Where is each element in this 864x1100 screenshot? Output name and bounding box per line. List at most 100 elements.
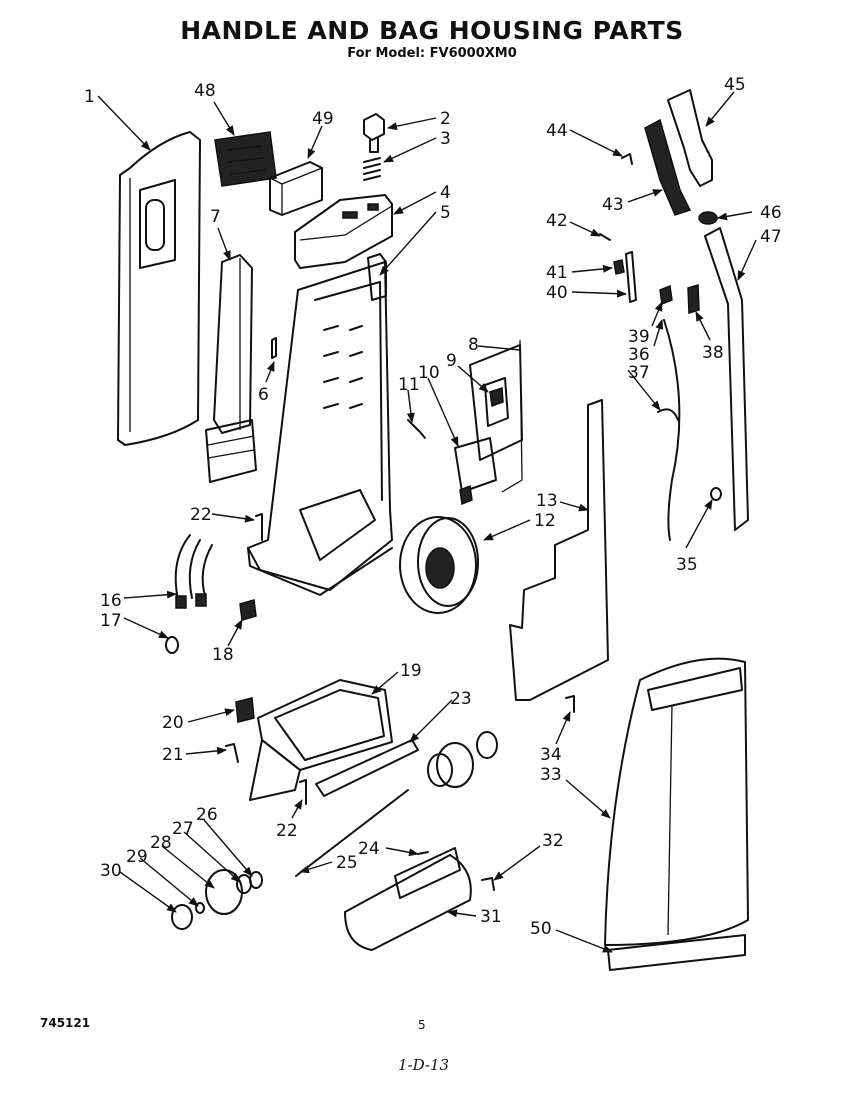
- model-subtitle: For Model: FV6000XM0: [347, 46, 517, 61]
- callout-22a: 22: [190, 505, 212, 525]
- callout-17: 17: [100, 611, 122, 631]
- handwritten-note: 1-D-13: [398, 1056, 450, 1074]
- callout-44: 44: [546, 121, 568, 141]
- callout-23: 23: [450, 689, 472, 709]
- part-37-cord-clip: [657, 408, 679, 421]
- part-19-base-housing: [249, 679, 393, 801]
- part-40-bracket: [625, 251, 637, 303]
- part-17-connector: [165, 636, 179, 654]
- callout-16: 16: [100, 591, 122, 611]
- part-6-screw: [271, 337, 277, 359]
- part-33-bag-housing: [604, 657, 749, 946]
- part-35-grommet: [710, 487, 722, 501]
- part-wheel-assembly: [427, 731, 498, 788]
- callout-19: 19: [400, 661, 422, 681]
- callout-49: 49: [312, 109, 334, 129]
- part-16-wire-harness: [174, 534, 213, 609]
- callout-47: 47: [760, 227, 782, 247]
- part-23-bumper: [315, 739, 419, 797]
- callout-38: 38: [702, 343, 724, 363]
- part-22-screw: [255, 513, 307, 805]
- callout-29: 29: [126, 847, 148, 867]
- part-2-button: [363, 113, 385, 153]
- callout-43: 43: [602, 195, 624, 215]
- callout-labels: 1 2 3 4 5 6 7 8 9 10 11 12 13 16 17 18 1…: [84, 75, 782, 939]
- part-29-30-caps: [171, 902, 205, 930]
- callout-32: 32: [542, 831, 564, 851]
- part-25-shaft: [295, 789, 409, 877]
- part-45-nozzle: [667, 89, 713, 187]
- part-8-switch-bracket: [469, 339, 523, 493]
- part-7-handle-tube: [205, 254, 257, 483]
- callout-10: 10: [418, 363, 440, 383]
- part-43-hose-holder: [644, 118, 692, 216]
- callout-31: 31: [480, 907, 502, 927]
- doc-number: 745121: [40, 1016, 91, 1030]
- callout-34: 34: [540, 745, 562, 765]
- part-20-filter: [235, 697, 255, 723]
- callout-22b: 22: [276, 821, 298, 841]
- part-46-spring: [698, 211, 718, 225]
- page-title: HANDLE AND BAG HOUSING PARTS: [180, 16, 684, 45]
- part-36-cord: [663, 319, 681, 541]
- part-10-switch-body: [454, 437, 497, 506]
- part-1-handle-panel: [117, 131, 201, 446]
- page-number: 5: [418, 1018, 426, 1032]
- callout-1: 1: [84, 87, 95, 107]
- callout-7: 7: [210, 207, 221, 227]
- callout-33: 33: [540, 765, 562, 785]
- callout-45: 45: [724, 75, 746, 95]
- leader-lines: [97, 91, 757, 953]
- callout-8: 8: [468, 335, 479, 355]
- part-41-clip: [613, 259, 625, 275]
- part-31-brush-roll-housing: [344, 847, 472, 951]
- part-42-screw: [599, 233, 611, 241]
- part-18-plug: [239, 599, 257, 621]
- part-32-screw: [481, 877, 495, 891]
- callout-18: 18: [212, 645, 234, 665]
- callout-30: 30: [100, 861, 122, 881]
- callout-37: 37: [628, 363, 650, 383]
- part-21-screw: [225, 743, 239, 763]
- callout-12: 12: [534, 511, 556, 531]
- callout-40: 40: [546, 283, 568, 303]
- callout-42: 42: [546, 211, 568, 231]
- callout-24: 24: [358, 839, 380, 859]
- callout-46: 46: [760, 203, 782, 223]
- part-24-screw: [417, 851, 429, 855]
- callout-48: 48: [194, 81, 216, 101]
- callout-11: 11: [398, 375, 420, 395]
- part-9-switch: [484, 377, 509, 427]
- part-39-clip: [659, 284, 673, 306]
- callout-28: 28: [150, 833, 172, 853]
- part-44-screw: [621, 153, 633, 165]
- callout-36: 36: [628, 345, 650, 365]
- callout-27: 27: [172, 819, 194, 839]
- callout-26: 26: [196, 805, 218, 825]
- callout-50: 50: [530, 919, 552, 939]
- callout-41: 41: [546, 263, 568, 283]
- part-50-base-pad: [607, 934, 746, 971]
- part-34-screw: [565, 695, 575, 713]
- callout-13: 13: [536, 491, 558, 511]
- callout-2: 2: [440, 109, 451, 129]
- callout-20: 20: [162, 713, 184, 733]
- part-47-handle-rail: [704, 227, 749, 531]
- callout-3: 3: [440, 129, 451, 149]
- part-48-grip: [214, 131, 277, 187]
- part-11-screw: [407, 419, 426, 439]
- callout-39: 39: [628, 327, 650, 347]
- part-49-block: [269, 161, 323, 216]
- callout-4: 4: [440, 183, 451, 203]
- part-13-back-panel: [509, 399, 609, 701]
- part-5-handle-body: [247, 253, 393, 596]
- part-4-top-cover: [294, 194, 393, 269]
- callout-6: 6: [258, 385, 269, 405]
- callout-5: 5: [440, 203, 451, 223]
- part-12-cord-reel: [399, 516, 479, 614]
- callout-25: 25: [336, 853, 358, 873]
- callout-35: 35: [676, 555, 698, 575]
- callout-9: 9: [446, 351, 457, 371]
- callout-21: 21: [162, 745, 184, 765]
